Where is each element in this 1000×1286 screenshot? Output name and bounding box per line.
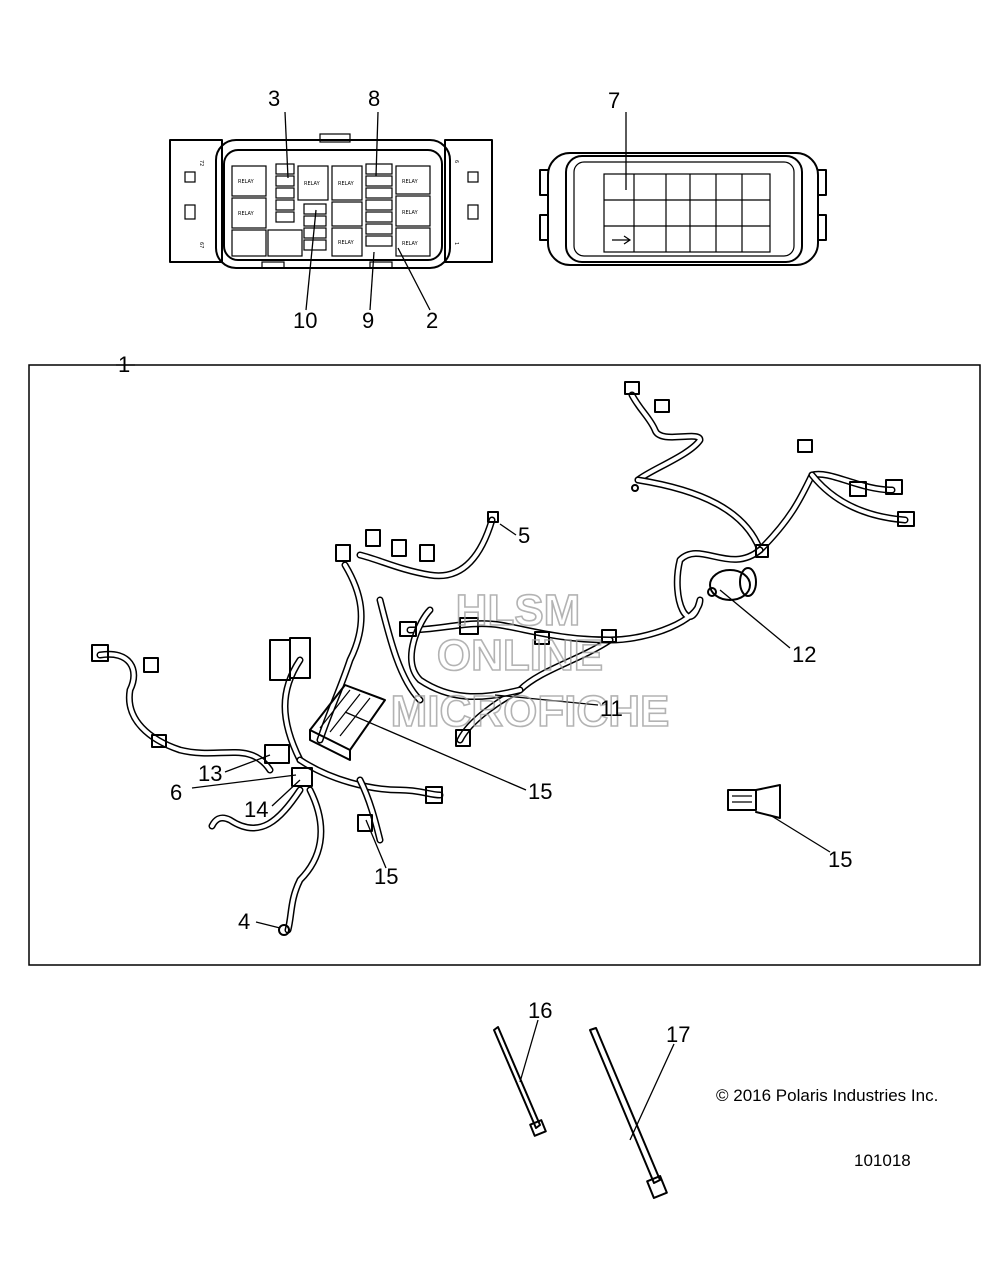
copyright-notice: © 2016 Polaris Industries Inc. (716, 1086, 938, 1105)
callout-12: 12 (792, 642, 816, 667)
callout-13: 13 (198, 761, 222, 786)
svg-text:RELAY: RELAY (304, 181, 321, 187)
fuse-box-open: 72 67 6 1 (169, 133, 493, 269)
callout-6: 6 (170, 780, 182, 805)
part-12-component (707, 567, 757, 601)
svg-text:RELAY: RELAY (402, 179, 419, 185)
fuse-box-cover (539, 152, 827, 266)
callout-10: 10 (293, 308, 317, 333)
figure-number: 101018 (854, 1151, 911, 1170)
callout-3: 3 (268, 86, 280, 111)
fuse-box-side-label: 6 (453, 160, 459, 163)
fuse-column-c (365, 163, 393, 247)
part-15-connector-loose (727, 784, 781, 819)
control-module (309, 684, 386, 761)
callout-17: 17 (666, 1022, 690, 1047)
cover-label-grid (604, 174, 770, 252)
callout-8: 8 (368, 86, 380, 111)
svg-text:ONLINE: ONLINE (437, 631, 603, 680)
svg-text:RELAY: RELAY (402, 241, 419, 247)
svg-text:MICROFICHE: MICROFICHE (391, 687, 670, 736)
callout-11: 11 (600, 696, 623, 721)
harness-frame (28, 364, 981, 966)
callout-14: 14 (244, 797, 268, 822)
svg-text:RELAY: RELAY (238, 179, 255, 185)
wiring-harness (96, 391, 909, 934)
cable-tie-17 (589, 1027, 668, 1199)
svg-text:RELAY: RELAY (338, 240, 355, 246)
callout-labels: 3 8 7 10 9 2 1 5 12 11 13 6 14 15 15 15 … (118, 86, 852, 1047)
callout-15-loose: 15 (828, 847, 852, 872)
callout-16: 16 (528, 998, 552, 1023)
callout-2: 2 (426, 308, 438, 333)
leader-lines (116, 111, 831, 1141)
svg-text:HLSM: HLSM (456, 586, 581, 635)
callout-5: 5 (518, 523, 530, 548)
watermark: HLSM ONLINE MICROFICHE (390, 585, 670, 737)
callout-15-connector: 15 (374, 864, 398, 889)
fuse-box-side-label: 1 (453, 242, 459, 245)
svg-text:RELAY: RELAY (402, 210, 419, 216)
callout-7: 7 (608, 88, 620, 113)
fuse-box-side-label: 72 (198, 160, 204, 166)
callout-4: 4 (238, 909, 250, 934)
harness-connectors (91, 381, 915, 936)
svg-text:RELAY: RELAY (338, 181, 355, 187)
fuse-column-b (303, 203, 327, 251)
svg-text:RELAY: RELAY (238, 211, 255, 217)
fuse-box-side-label: 67 (198, 242, 204, 248)
fuse-column-a (275, 163, 295, 223)
callout-1: 1 (118, 352, 130, 377)
callout-9: 9 (362, 308, 374, 333)
cable-tie-16 (493, 1026, 547, 1137)
callout-15-module: 15 (528, 779, 552, 804)
